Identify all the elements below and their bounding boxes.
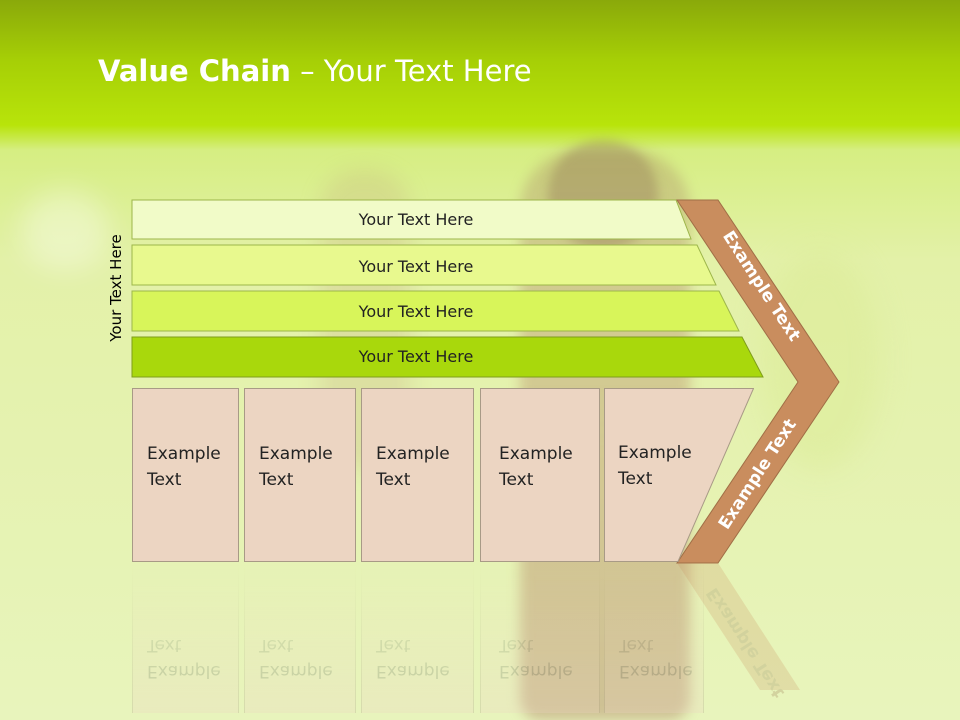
reflection-text: Example Text xyxy=(376,632,471,684)
bar-4-label: Your Text Here xyxy=(358,347,474,366)
background-blur xyxy=(20,190,110,270)
bar-2 xyxy=(131,244,717,286)
slide-title: Value Chain – Your Text Here xyxy=(98,54,532,88)
box-line1: Example xyxy=(259,444,333,464)
bar-3 xyxy=(131,290,740,332)
title-bold: Value Chain xyxy=(98,54,291,88)
example-box-5-shape xyxy=(604,388,754,562)
reflection-line1: Example xyxy=(259,661,333,681)
box-line2: Text xyxy=(259,470,294,490)
chevron-arrow xyxy=(676,199,840,564)
example-box-2: Example Text xyxy=(244,388,356,562)
bar-2-label: Your Text Here xyxy=(358,257,474,276)
box-line2: Text xyxy=(499,470,534,490)
example-box-1: Example Text xyxy=(132,388,239,562)
example-box-4-text: Example Text xyxy=(499,441,594,493)
bar-3-label: Your Text Here xyxy=(358,302,474,321)
box-line1: Example xyxy=(618,443,692,463)
box-line1: Example xyxy=(376,444,450,464)
example-box-5-text: Example Text xyxy=(618,440,713,492)
reflection-line1: Example xyxy=(499,661,573,681)
arrow-reflection-label: Example Text xyxy=(703,584,789,702)
box-reflection-2: Example Text xyxy=(244,563,356,720)
box-reflection-3: Example Text xyxy=(361,563,474,720)
reflection-line1: Example xyxy=(147,661,221,681)
reflection-line2: Text xyxy=(259,635,294,655)
box-line1: Example xyxy=(499,444,573,464)
reflection-line2: Text xyxy=(376,635,411,655)
box-reflection-1: Example Text xyxy=(132,563,242,720)
box-line2: Text xyxy=(376,470,411,490)
box-reflection-5: Example Text xyxy=(604,563,704,720)
box-line1: Example xyxy=(147,444,221,464)
reflection-text: Example Text xyxy=(259,632,354,684)
example-box-1-text: Example Text xyxy=(147,441,242,493)
bar-1 xyxy=(131,199,692,240)
box-reflection-4: Example Text xyxy=(480,563,600,720)
bar-1-label: Your Text Here xyxy=(358,210,474,229)
reflection-line1: Example xyxy=(376,661,450,681)
reflection-line2: Text xyxy=(499,635,534,655)
reflection-line1: Example xyxy=(619,661,693,681)
reflection-line2: Text xyxy=(619,635,654,655)
example-box-3-text: Example Text xyxy=(376,441,471,493)
example-box-4: Example Text xyxy=(480,388,600,562)
reflection-line2: Text xyxy=(147,635,182,655)
title-rest: – Your Text Here xyxy=(290,54,532,88)
bar-4 xyxy=(131,336,764,378)
box-line2: Text xyxy=(147,470,182,490)
box-line2: Text xyxy=(618,469,653,489)
example-box-5: Example Text xyxy=(604,388,754,562)
reflection-text: Example Text xyxy=(619,632,714,684)
example-box-2-text: Example Text xyxy=(259,441,354,493)
example-box-3: Example Text xyxy=(361,388,474,562)
reflection-text: Example Text xyxy=(147,632,242,684)
reflection-text: Example Text xyxy=(499,632,594,684)
